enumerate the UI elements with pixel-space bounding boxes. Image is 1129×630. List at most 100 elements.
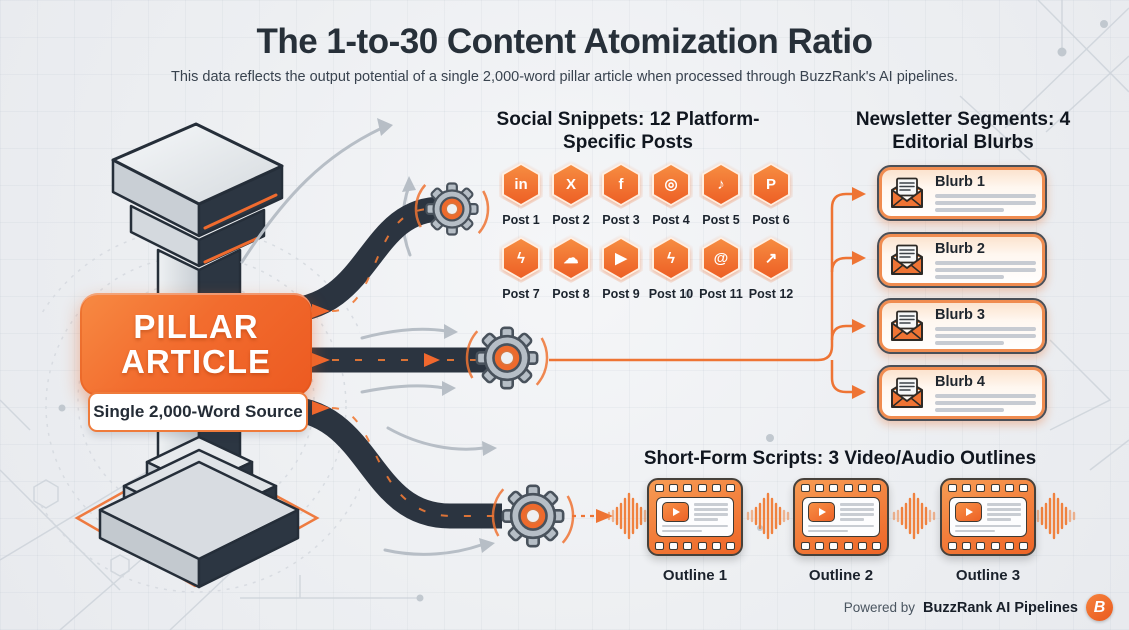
post-label: Post 9 — [602, 287, 640, 301]
newsletter-connector-arrowheads — [852, 187, 866, 399]
filmstrip-card — [940, 478, 1036, 556]
placeholder-text-line — [935, 275, 1004, 279]
placeholder-text-line — [935, 201, 1036, 205]
placeholder-text-line — [935, 268, 1036, 272]
filmstrip-card — [793, 478, 889, 556]
post-item: @ Post 11 — [696, 234, 746, 301]
post-item: ▶ Post 9 — [596, 234, 646, 301]
outline-label: Outline 1 — [662, 567, 728, 584]
post-label: Post 5 — [702, 213, 740, 227]
buzzrank-logo-icon: B — [1086, 594, 1113, 621]
envelope-icon — [891, 310, 923, 341]
post-label: Post 7 — [502, 287, 540, 301]
pillar-article-card: PILLAR ARTICLE — [80, 293, 312, 396]
social-posts-grid: in Post 1 X Post 2 f Post 3 ◎ Post 4 — [496, 160, 796, 301]
content-pipes — [279, 196, 502, 529]
placeholder-text-line — [808, 525, 874, 527]
post-label: Post 3 — [602, 213, 640, 227]
post-label: Post 4 — [652, 213, 690, 227]
post-item: f Post 3 — [596, 160, 646, 227]
brand-name: BuzzRank AI Pipelines — [923, 599, 1078, 616]
blurb-card: Blurb 4 — [877, 365, 1047, 421]
placeholder-text-line — [935, 194, 1036, 198]
placeholder-text-line — [662, 525, 728, 527]
post-item: ☁ Post 8 — [546, 234, 596, 301]
blurb-card: Blurb 3 — [877, 298, 1047, 354]
base-diamond-outline — [74, 450, 320, 588]
tiktok-icon: ♪ — [699, 160, 743, 209]
play-button-icon — [955, 502, 982, 522]
placeholder-text-line — [935, 208, 1004, 212]
gear-icon — [475, 326, 539, 390]
youtube-icon: ▶ — [599, 234, 643, 283]
placeholder-text-line — [935, 327, 1036, 331]
post-item: X Post 2 — [546, 160, 596, 227]
pillar-orange-accents — [203, 193, 278, 264]
youtube-shorts-icon: ϟ — [649, 234, 693, 283]
outline-label: Outline 2 — [808, 567, 874, 584]
placeholder-text-line — [935, 334, 1036, 338]
placeholder-text-line — [935, 401, 1036, 405]
post-label: Post 6 — [752, 213, 790, 227]
post-item: ϟ Post 7 — [496, 234, 546, 301]
placeholder-text-line — [935, 261, 1036, 265]
newsletter-section-heading: Newsletter Segments: 4 Editorial Blurbs — [855, 109, 1071, 154]
threads-icon: @ — [699, 234, 743, 283]
placeholder-text-line — [955, 525, 1021, 527]
pillar-article-line1: PILLAR — [133, 308, 259, 346]
page-title: The 1-to-30 Content Atomization Ratio — [256, 22, 873, 61]
envelope-icon — [891, 177, 923, 208]
blurb-title: Blurb 1 — [935, 174, 985, 190]
outline-label: Outline 3 — [955, 567, 1021, 584]
soundcloud-icon: ☁ — [549, 234, 593, 283]
placeholder-text-line — [935, 408, 1004, 412]
play-button-icon — [662, 502, 689, 522]
envelope-icon — [891, 244, 923, 275]
blurb-card: Blurb 1 — [877, 165, 1047, 221]
placeholder-text-line — [808, 530, 848, 532]
post-item: ◎ Post 4 — [646, 160, 696, 227]
post-item: ↗ Post 12 — [746, 234, 796, 301]
post-label: Post 1 — [502, 213, 540, 227]
social-section-heading: Social Snippets: 12 Platform-Specific Po… — [496, 109, 760, 154]
play-button-icon — [808, 502, 835, 522]
powered-by-label: Powered by — [843, 600, 916, 615]
shortform-section-heading: Short-Form Scripts: 3 Video/Audio Outlin… — [643, 448, 1037, 469]
post-item: in Post 1 — [496, 160, 546, 227]
pillar-article-line2: ARTICLE — [121, 342, 271, 380]
placeholder-text-line — [662, 530, 702, 532]
gear-icon — [501, 484, 565, 548]
placeholder-text-line — [935, 341, 1004, 345]
blurb-card: Blurb 2 — [877, 232, 1047, 288]
post-item: P Post 6 — [746, 160, 796, 227]
youtube-shorts-icon: ϟ — [499, 234, 543, 283]
post-label: Post 10 — [648, 287, 694, 301]
filmstrip-card — [647, 478, 743, 556]
pillar-source-label: Single 2,000-Word Source — [88, 392, 308, 432]
post-label: Post 12 — [748, 287, 794, 301]
post-item: ♪ Post 5 — [696, 160, 746, 227]
post-label: Post 8 — [552, 287, 590, 301]
footer: Powered by BuzzRank AI Pipelines B — [844, 594, 1113, 621]
page-subtitle: This data reflects the output potential … — [170, 69, 959, 85]
placeholder-text-line — [935, 394, 1036, 398]
instagram-icon: ◎ — [649, 160, 693, 209]
post-label: Post 2 — [552, 213, 590, 227]
blurb-title: Blurb 3 — [935, 307, 985, 323]
outline-connector-arrowhead — [596, 509, 613, 523]
placeholder-text-line — [955, 530, 995, 532]
x-icon: X — [549, 160, 593, 209]
decorative-swoosh-arrowheads — [377, 118, 497, 553]
blurb-title: Blurb 2 — [935, 241, 985, 257]
facebook-icon: f — [599, 160, 643, 209]
linkedin-icon: in — [499, 160, 543, 209]
pipe-flow-arrows — [312, 304, 440, 415]
post-item: ϟ Post 10 — [646, 234, 696, 301]
pipe-flow-dashes — [331, 208, 494, 517]
blurb-title: Blurb 4 — [935, 374, 985, 390]
post-label: Post 11 — [699, 287, 743, 301]
pinterest-icon: P — [749, 160, 793, 209]
envelope-icon — [891, 377, 923, 408]
analytics-icon: ↗ — [749, 234, 793, 283]
